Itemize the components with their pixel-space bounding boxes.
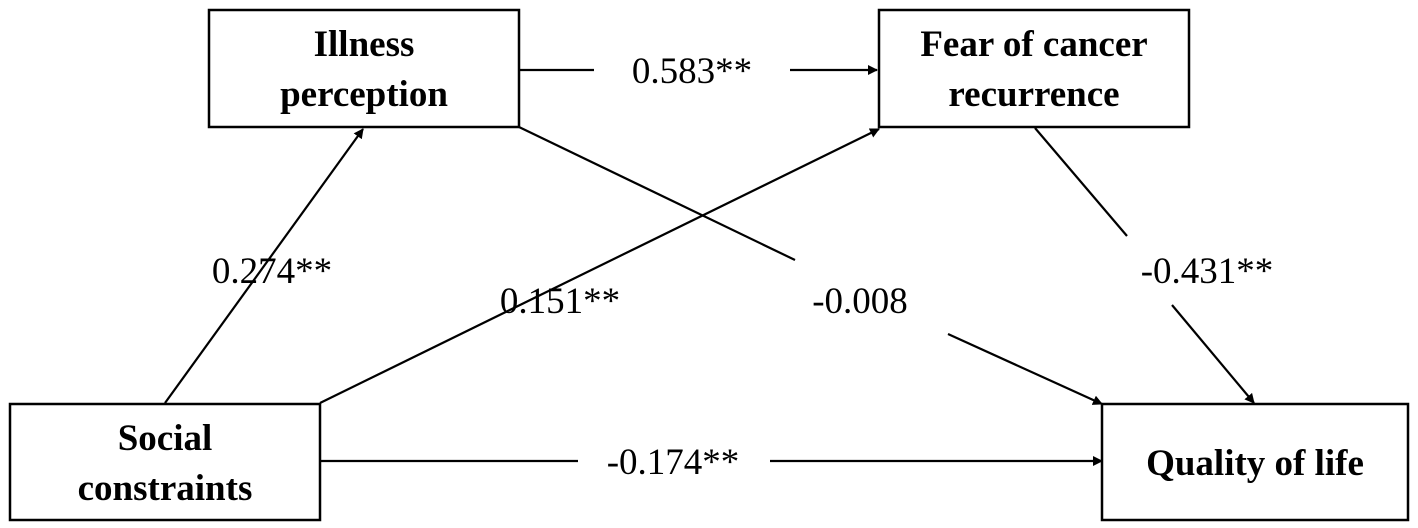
node-illness-perception: Illness perception xyxy=(207,8,521,129)
coef-illness-to-fear: 0.583** xyxy=(632,51,752,92)
node-fear-of-cancer-recurrence: Fear of cancer recurrence xyxy=(877,8,1191,129)
edge-social-to-fear xyxy=(319,128,880,404)
coef-social-to-illness: 0.274** xyxy=(212,251,332,292)
node-social-line2: constraints xyxy=(78,468,253,509)
edge-social-to-illness xyxy=(164,128,364,404)
edge-fear-to-quality-lower xyxy=(1171,304,1255,404)
node-social-line1: Social xyxy=(118,418,213,459)
node-quality-line1: Quality of life xyxy=(1146,443,1364,484)
node-quality-of-life: Quality of life xyxy=(1100,402,1410,522)
coef-social-to-fear: 0.151** xyxy=(500,281,620,322)
node-social-constraints: Social constraints xyxy=(8,402,322,522)
edge-illness-to-quality-upper xyxy=(518,126,796,261)
edge-illness-to-quality-lower xyxy=(947,332,1103,406)
edge-fear-to-quality-upper xyxy=(1034,127,1128,237)
coef-illness-to-quality: -0.008 xyxy=(812,281,908,322)
node-illness-perception-line2: perception xyxy=(280,74,448,115)
node-fear-line2: recurrence xyxy=(948,74,1119,115)
node-illness-perception-line1: Illness xyxy=(314,24,415,65)
node-fear-line1: Fear of cancer xyxy=(920,24,1147,65)
coef-social-to-quality: -0.174** xyxy=(607,442,740,483)
coef-fear-to-quality: -0.431** xyxy=(1141,251,1274,292)
